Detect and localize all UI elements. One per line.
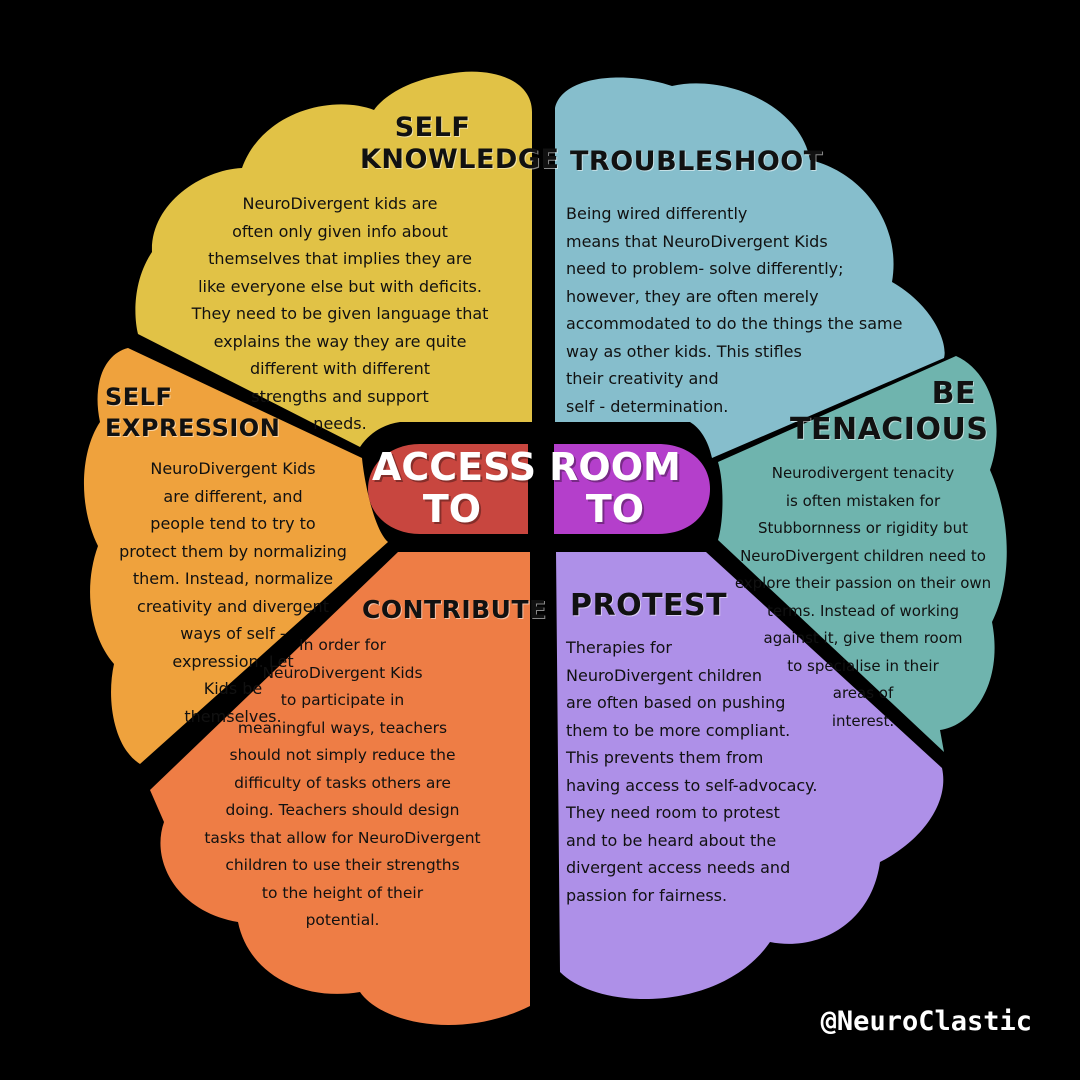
- body-text-line: self - determination.: [566, 396, 729, 416]
- body-text-line: ways of self -: [180, 624, 286, 643]
- body-text-line: explains the way they are quite: [213, 331, 467, 351]
- body-text-line: Stubbornness or rigidity but: [758, 519, 968, 537]
- heading-tenacious: BE TENACIOUS: [790, 376, 989, 448]
- body-text-line: Being wired differently: [566, 204, 748, 223]
- body-text-line: Kids be: [203, 679, 263, 698]
- petal-troubleshoot: [555, 77, 945, 458]
- heading-line: BE: [931, 376, 976, 411]
- body-tenacious: Neurodivergent tenacity is often mistaken…: [718, 460, 1008, 735]
- petal-self-knowledge: [135, 71, 533, 447]
- heading-protest: PROTEST: [570, 590, 727, 622]
- petal-self-expression: [83, 348, 389, 764]
- body-text-line: explore their passion on their own: [734, 574, 992, 592]
- heading-line: TROUBLESHOOT: [570, 146, 823, 177]
- body-text-line: They need room to protest: [566, 803, 780, 822]
- body-text-line: their creativity and: [566, 369, 719, 388]
- body-text-line: meaningful ways, teachers: [237, 718, 448, 737]
- body-text-line: divergent access needs and: [566, 858, 791, 877]
- body-text-line: NeuroDivergent Kids: [150, 459, 316, 478]
- body-text-line: to specialise in their: [787, 656, 939, 675]
- body-text-line: areas of: [832, 684, 894, 702]
- access-to-label: ACCESS TO: [372, 445, 537, 531]
- body-text-line: terms. Instead of working: [766, 601, 960, 620]
- body-text-line: often only given info about: [232, 221, 448, 241]
- heading-self-knowledge: SELF KNOWLEDGE: [360, 112, 560, 176]
- body-text-line: strengths and support: [251, 386, 429, 406]
- room-to-line-2: TO: [585, 487, 645, 531]
- petal-tenacious: [718, 356, 1007, 752]
- heading-line: KNOWLEDGE: [360, 144, 560, 175]
- body-text-line: expression. Let: [172, 651, 294, 671]
- body-text-line: They need to be given language that: [191, 304, 489, 323]
- body-text-line: different with different: [249, 359, 431, 378]
- body-text-line: are different, and: [163, 486, 303, 506]
- body-text-line: themselves.: [184, 706, 282, 726]
- room-to-pill-shape: [554, 444, 710, 534]
- heading-line: SELF: [105, 383, 173, 411]
- body-text-line: difficulty of tasks others are: [234, 773, 451, 792]
- petal-contribute: [150, 552, 530, 1025]
- body-text-line: Neurodivergent tenacity: [771, 464, 955, 482]
- body-text-line: Therapies for: [566, 638, 673, 657]
- body-text-line: and to be heard about the: [566, 830, 777, 850]
- access-to-line-2: TO: [422, 487, 482, 531]
- body-text-line: people tend to try to: [150, 514, 316, 533]
- body-text-line: interest.: [831, 711, 895, 730]
- body-text-line: In order for: [299, 636, 386, 654]
- body-text-line: accommodated to do the things the same: [566, 314, 903, 333]
- heading-troubleshoot: TROUBLESHOOT: [570, 146, 823, 178]
- body-text-line: NeuroDivergent children: [566, 665, 763, 685]
- body-text-line: NeuroDivergent Kids: [262, 663, 423, 682]
- access-to-line-1: ACCESS: [372, 445, 537, 489]
- body-text-line: themselves that implies they are: [208, 249, 472, 268]
- heading-line: EXPRESSION: [105, 414, 281, 442]
- body-text-line: needs.: [313, 414, 367, 433]
- room-to-line-1: ROOM: [549, 445, 681, 489]
- body-text-line: protect them by normalizing: [119, 541, 347, 561]
- body-text-line: passion for fairness.: [566, 885, 728, 905]
- room-to-label: ROOM TO: [540, 446, 690, 530]
- body-text-line: This prevents them from: [566, 748, 764, 767]
- body-self-expression: NeuroDivergent Kids are different, and peo…: [88, 455, 378, 730]
- body-text-line: need to problem- solve differently;: [566, 259, 844, 278]
- body-text-line: are often based on pushing: [566, 693, 786, 712]
- body-self-knowledge: NeuroDivergent kids are often only given …: [150, 190, 530, 438]
- body-text-line: means that NeuroDivergent Kids: [566, 231, 828, 251]
- body-text-line: should not simply reduce the: [229, 746, 456, 764]
- body-text-line: to the height of their: [261, 883, 424, 902]
- body-text-line: way as other kids. This stifles: [566, 341, 802, 361]
- body-text-line: having access to self-advocacy.: [566, 775, 818, 795]
- petal-protest: [556, 552, 944, 1000]
- body-text-line: creativity and divergent: [137, 596, 329, 616]
- body-text-line: doing. Teachers should design: [225, 801, 460, 819]
- heading-line: TENACIOUS: [790, 412, 989, 447]
- body-text-line: against it, give them room: [763, 629, 963, 647]
- body-troubleshoot: Being wired differently means that NeuroD…: [566, 200, 946, 420]
- body-text-line: to participate in: [280, 691, 405, 709]
- body-text-line: NeuroDivergent children need to: [740, 546, 986, 565]
- body-text-line: NeuroDivergent kids are: [242, 194, 438, 213]
- body-text-line: tasks that allow for NeuroDivergent: [204, 828, 481, 847]
- credit-handle: @NeuroClastic: [820, 1006, 1032, 1037]
- body-text-line: like everyone else but with deficits.: [198, 276, 482, 296]
- heading-line: CONTRIBUTE: [362, 595, 547, 624]
- body-text-line: is often mistaken for: [785, 491, 941, 510]
- body-text-line: however, they are often merely: [566, 286, 819, 306]
- body-text-line: them to be more compliant.: [566, 720, 791, 740]
- heading-line: SELF: [394, 112, 471, 143]
- heading-contribute: CONTRIBUTE: [362, 594, 547, 626]
- heading-line: PROTEST: [570, 588, 728, 623]
- body-text-line: potential.: [305, 911, 380, 929]
- body-text-line: them. Instead, normalize: [132, 569, 334, 588]
- heading-self-expression: SELF EXPRESSION: [105, 382, 280, 444]
- body-text-line: children to use their strengths: [225, 856, 460, 874]
- access-to-pill-shape: [368, 444, 528, 534]
